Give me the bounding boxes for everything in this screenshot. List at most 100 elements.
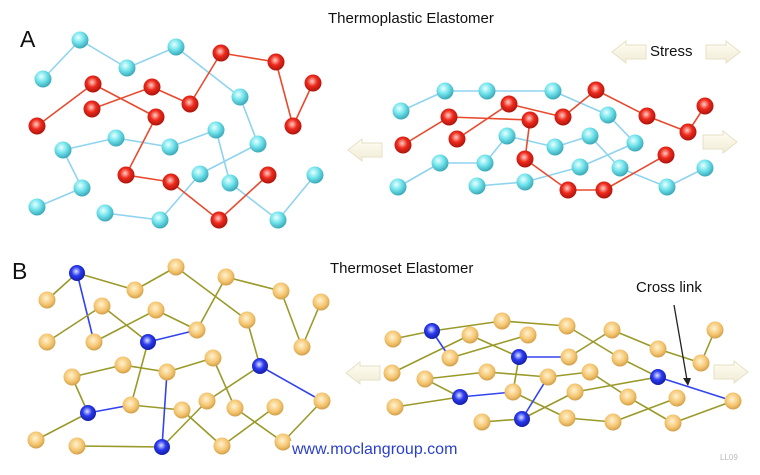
website-link[interactable]: www.moclangroup.com — [290, 441, 460, 459]
stretch-arrow-right-icon — [702, 129, 738, 155]
blue-crosslink-node — [252, 358, 268, 374]
cyan-monomer-node — [221, 174, 239, 192]
gold-monomer-node — [272, 282, 290, 300]
red-monomer-node — [448, 130, 466, 148]
panel-b-title: Thermoset Elastomer — [330, 260, 474, 277]
gold-monomer-node — [386, 398, 404, 416]
stretch-arrow-right-icon — [713, 359, 749, 385]
chain-bond — [161, 400, 208, 448]
chain-bond — [672, 400, 734, 424]
gold-monomer-node — [274, 433, 292, 451]
crosslink-bond — [259, 365, 323, 402]
cyan-monomer-node — [468, 177, 486, 195]
cyan-monomer-node — [249, 135, 267, 153]
chain-bond — [93, 309, 157, 343]
cyan-monomer-node — [599, 106, 617, 124]
chain-bond — [175, 266, 248, 321]
gold-monomer-node — [384, 330, 402, 348]
chain-bond — [206, 365, 261, 402]
gold-monomer-node — [478, 363, 496, 381]
cyan-monomer-node — [431, 154, 449, 172]
red-monomer-node — [28, 117, 46, 135]
red-monomer-node — [587, 81, 605, 99]
blue-crosslink-node — [140, 334, 156, 350]
red-monomer-node — [500, 95, 518, 113]
gold-monomer-node — [293, 338, 311, 356]
chain-bond — [125, 116, 157, 176]
chain-bond — [486, 371, 549, 378]
cyan-monomer-node — [73, 179, 91, 197]
red-monomer-node — [679, 123, 697, 141]
gold-monomer-node — [173, 401, 191, 419]
red-monomer-node — [657, 146, 675, 164]
red-monomer-node — [595, 181, 613, 199]
cyan-monomer-node — [161, 138, 179, 156]
gold-monomer-node — [85, 333, 103, 351]
chain-bond — [277, 174, 316, 221]
chain-bond — [595, 89, 648, 117]
cyan-monomer-node — [231, 88, 249, 106]
chain-bond — [402, 116, 450, 146]
gold-monomer-node — [238, 311, 256, 329]
cyan-monomer-node — [34, 70, 52, 88]
red-monomer-node — [516, 150, 534, 168]
cyan-monomer-node — [581, 127, 599, 145]
chain-bond — [104, 212, 161, 221]
gold-monomer-node — [167, 258, 185, 276]
gold-monomer-node — [383, 364, 401, 382]
gold-monomer-node — [266, 398, 284, 416]
blue-crosslink-node — [452, 389, 468, 405]
gold-monomer-node — [312, 293, 330, 311]
cyan-monomer-node — [167, 38, 185, 56]
red-monomer-node — [162, 173, 180, 191]
red-monomer-node — [259, 166, 277, 184]
gold-monomer-node — [188, 321, 206, 339]
red-monomer-node — [83, 100, 101, 118]
blue-crosslink-node — [514, 411, 530, 427]
chain-bond — [130, 404, 183, 411]
red-monomer-node — [394, 136, 412, 154]
gold-monomer-node — [126, 281, 144, 299]
chain-bond — [91, 86, 153, 110]
blue-crosslink-node — [80, 405, 96, 421]
cyan-monomer-node — [392, 102, 410, 120]
gold-monomer-node — [68, 437, 86, 455]
stretch-arrow-left-icon — [347, 137, 383, 163]
chain-bond — [92, 83, 157, 118]
cyan-monomer-node — [107, 129, 125, 147]
chain-bond — [130, 341, 149, 406]
chain-bond — [42, 39, 81, 80]
crosslink-bond — [76, 272, 95, 343]
gold-monomer-node — [519, 326, 537, 344]
stress-arrow-left-icon — [611, 39, 647, 65]
cyan-monomer-node — [306, 166, 324, 184]
gold-monomer-node — [313, 392, 331, 410]
blue-crosslink-node — [69, 265, 85, 281]
cyan-monomer-node — [71, 31, 89, 49]
crosslink-pointer-line — [673, 304, 688, 381]
chain-bond — [524, 158, 569, 191]
gold-monomer-node — [93, 297, 111, 315]
red-monomer-node — [212, 44, 230, 62]
gold-monomer-node — [558, 409, 576, 427]
cyan-monomer-node — [611, 159, 629, 177]
blue-crosslink-node — [154, 439, 170, 455]
stress-label: Stress — [650, 43, 693, 60]
blue-crosslink-node — [511, 349, 527, 365]
chain-bond — [101, 305, 149, 343]
gold-monomer-node — [581, 363, 599, 381]
cyan-monomer-node — [476, 154, 494, 172]
chain-bond — [76, 272, 136, 291]
chain-bond — [521, 391, 576, 420]
chain-bond — [431, 320, 503, 332]
cyan-monomer-node — [436, 82, 454, 100]
cyan-monomer-node — [54, 141, 72, 159]
cyan-monomer-node — [191, 165, 209, 183]
chain-bond — [225, 276, 282, 292]
stress-arrow-right-icon — [705, 39, 741, 65]
red-monomer-node — [284, 117, 302, 135]
gold-monomer-node — [560, 348, 578, 366]
chain-bond — [36, 83, 94, 127]
chain-bond — [282, 400, 323, 443]
red-monomer-node — [638, 107, 656, 125]
